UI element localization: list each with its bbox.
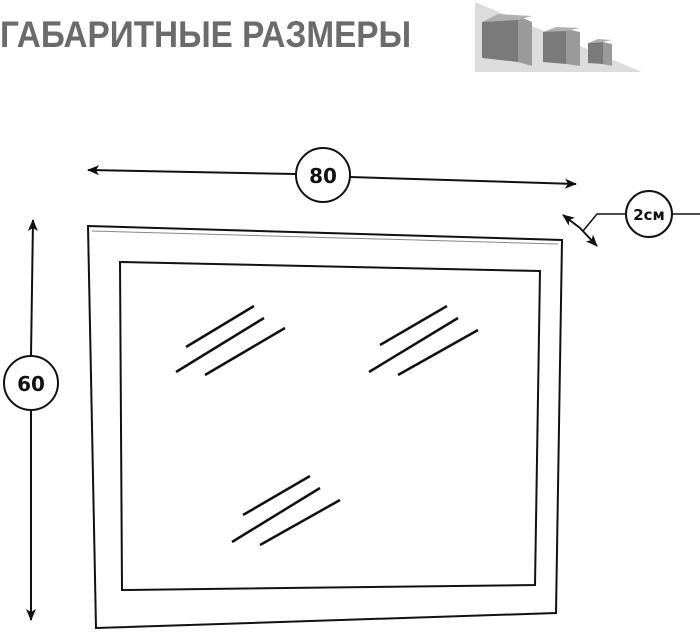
depth-dimension: 2см: [562, 190, 700, 247]
mirror-frame: [86, 224, 564, 630]
height-dimension: 60: [3, 219, 59, 621]
glass-reflection-lines: [175, 304, 479, 547]
width-label: 80: [309, 164, 337, 188]
page-title: ГАБАРИТНЫЕ РАЗМЕРЫ: [0, 14, 412, 55]
cubes-icon: [475, 2, 642, 72]
depth-label: 2см: [633, 206, 665, 224]
height-label: 60: [17, 372, 45, 396]
width-dimension: 80: [87, 147, 577, 203]
